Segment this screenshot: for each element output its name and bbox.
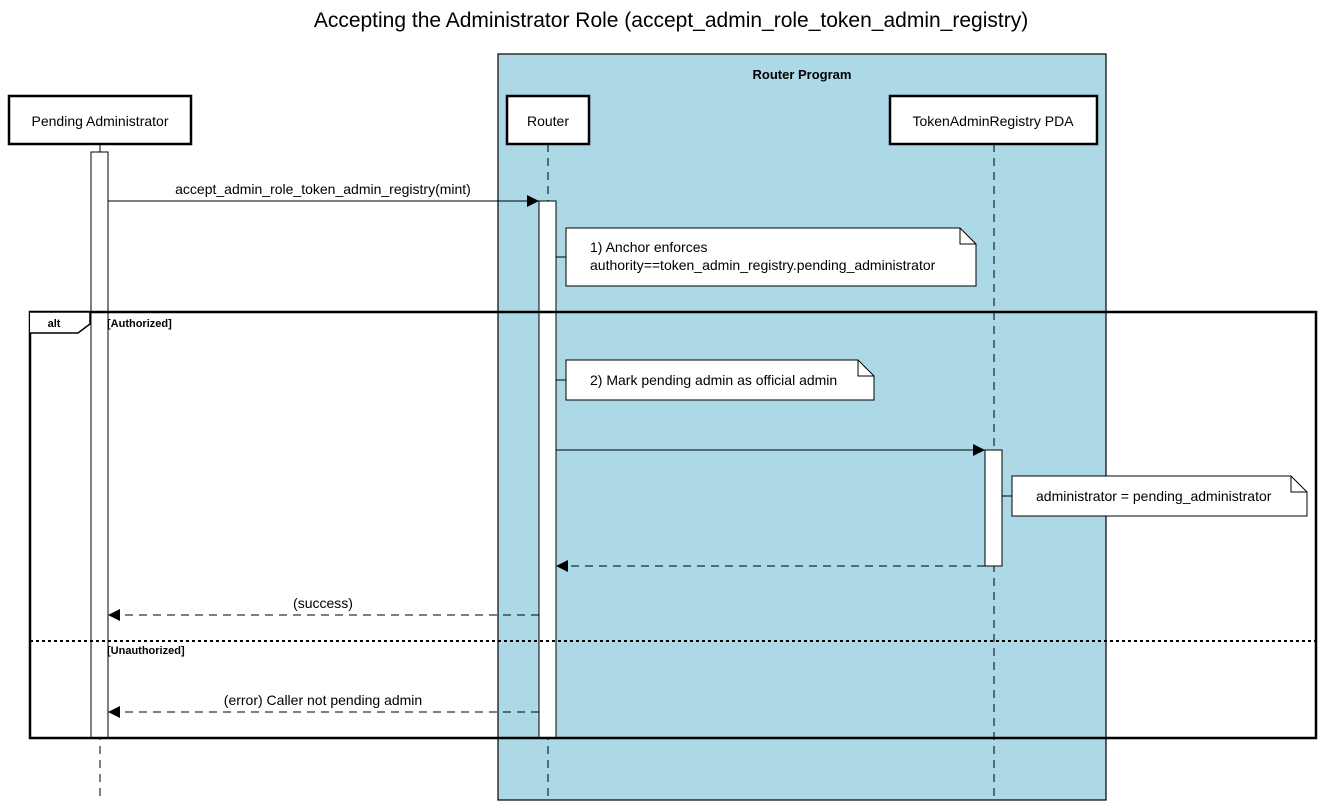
- note-mark-text: 2) Mark pending admin as official admin: [590, 372, 837, 388]
- alt-keyword: alt: [48, 318, 61, 330]
- participant-router: Router: [505, 94, 591, 146]
- router-program-group: [497, 53, 1107, 801]
- router-program-label: Router Program: [753, 67, 852, 82]
- alt-guard-authorized: [Authorized]: [107, 318, 172, 330]
- message-call-label: accept_admin_role_token_admin_registry(m…: [175, 181, 471, 197]
- participant-pending-admin: Pending Administrator: [7, 94, 193, 146]
- alt-fragment: alt [Authorized] [Unauthorized]: [28, 310, 1318, 740]
- note-anchor: 1) Anchor enforces authority==token_admi…: [565, 227, 977, 287]
- participant-registry-label: TokenAdminRegistry PDA: [912, 113, 1074, 129]
- message-success-label: (success): [293, 595, 353, 611]
- alt-guard-unauthorized: [Unauthorized]: [107, 645, 185, 657]
- message-error-label: (error) Caller not pending admin: [224, 692, 422, 708]
- note-assign-text: administrator = pending_administrator: [1036, 488, 1272, 504]
- participant-pending-admin-label: Pending Administrator: [32, 113, 169, 129]
- diagram-title: Accepting the Administrator Role (accept…: [314, 9, 1028, 32]
- activation-registry: [984, 449, 1003, 567]
- activation-pending-admin: [90, 151, 109, 739]
- note-mark: 2) Mark pending admin as official admin: [565, 359, 875, 401]
- participant-registry: TokenAdminRegistry PDA: [888, 94, 1099, 146]
- participant-router-label: Router: [527, 113, 569, 129]
- note-anchor-line1: 1) Anchor enforces: [590, 239, 708, 255]
- note-assign: administrator = pending_administrator: [1011, 475, 1308, 517]
- activation-router: [538, 200, 557, 739]
- note-anchor-line2: authority==token_admin_registry.pending_…: [590, 257, 936, 273]
